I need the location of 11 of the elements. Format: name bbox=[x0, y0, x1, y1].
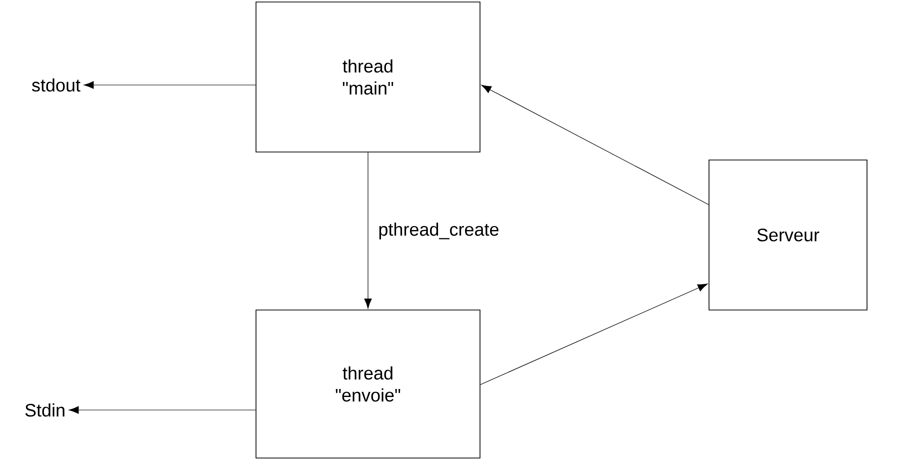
process-box: Serveur bbox=[708, 160, 868, 310]
arrow bbox=[481, 84, 709, 205]
process-box: thread "envoie" bbox=[256, 310, 480, 458]
process-box: thread "main" bbox=[256, 2, 480, 152]
terminal-label: stdout bbox=[32, 78, 80, 92]
arrow bbox=[480, 284, 708, 385]
arrow bbox=[68, 406, 256, 414]
arrow bbox=[84, 81, 256, 89]
arrow bbox=[364, 152, 372, 309]
terminal-label: Stdin bbox=[25, 403, 64, 417]
edge-label: pthread_create bbox=[376, 220, 502, 242]
